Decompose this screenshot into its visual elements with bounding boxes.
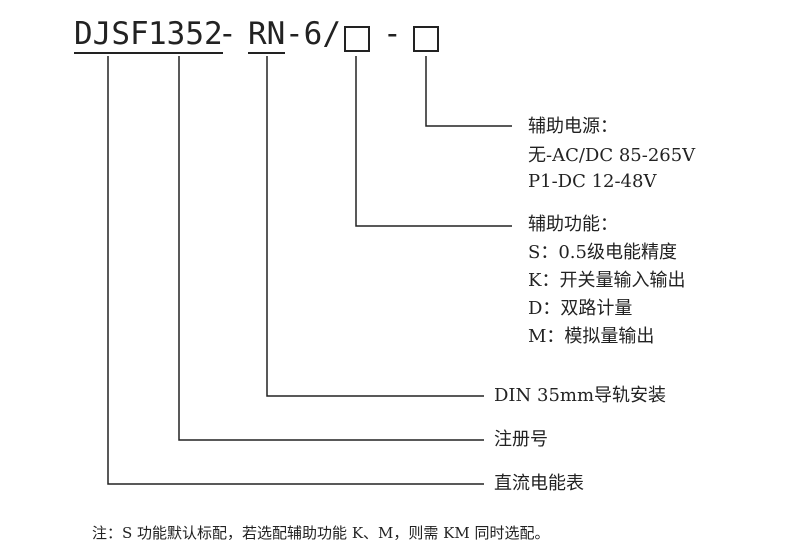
code-segment-djsf: DJSF [74,16,149,54]
leader-meter-type [107,56,484,485]
aux-function-title: 辅助功能： [528,214,618,235]
aux-function-option: S：0.5级电能精度 [528,242,677,263]
leader-mounting [266,56,484,397]
mounting-label: DIN 35mm导轨安装 [494,385,667,406]
code-segment-1352: 1352 [148,16,223,54]
aux-power-option: 无-AC/DC 85-265V [528,145,696,166]
aux-power-title: 辅助电源： [528,116,618,137]
meter-type-label: 直流电能表 [494,473,584,494]
code-dash: - [383,16,402,52]
aux-function-option: M：模拟量输出 [528,326,655,347]
aux-function-option: D：双路计量 [528,298,633,319]
code-dash: - [218,16,237,52]
footnote: 注：S 功能默认标配，若选配辅助功能 K、M，则需 KM 同时选配。 [92,524,550,542]
code-box-aux-power [413,26,439,52]
leader-aux-power [425,56,512,127]
aux-function-option: K：开关量输入输出 [528,270,686,291]
leader-aux-function [355,56,512,227]
registration-label: 注册号 [494,429,548,450]
code-box-aux-function [344,26,370,52]
code-segment-6: -6/ [285,16,341,52]
aux-power-option: P1-DC 12-48V [528,171,657,192]
leader-registration [178,56,484,441]
code-segment-rn: RN [248,16,286,54]
